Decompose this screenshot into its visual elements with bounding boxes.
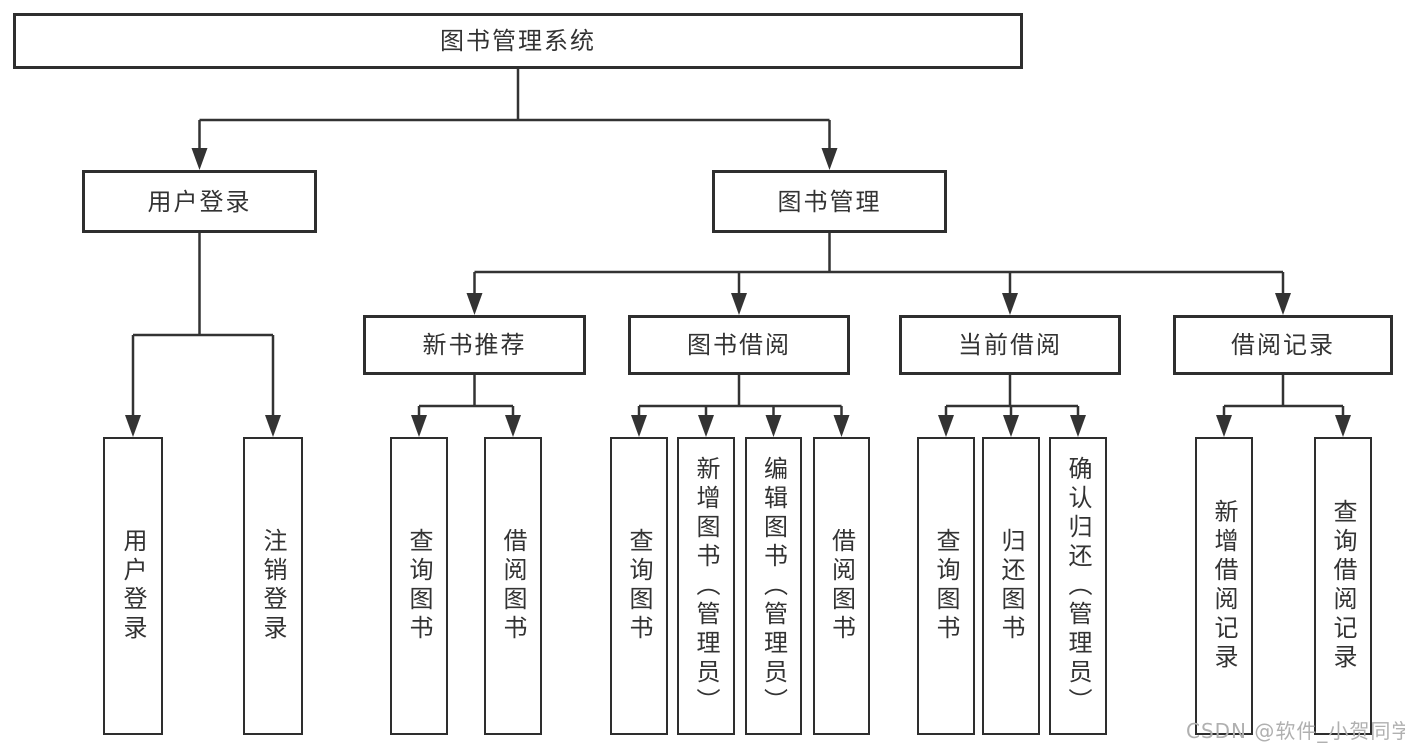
connector-path <box>131 68 1345 431</box>
leaf-query-borrow-record: 查询借阅记录 <box>1314 437 1372 735</box>
node-new-book-recommendation: 新书推荐 <box>363 315 586 375</box>
leaf-add-books-admin: 新增图书（管理员） <box>677 437 735 735</box>
leaf-borrow-books: 借阅图书 <box>813 437 870 735</box>
leaf-query-books-current: 查询图书 <box>917 437 975 735</box>
leaf-user-login: 用户登录 <box>103 437 163 735</box>
leaf-borrow-books-recommend: 借阅图书 <box>484 437 542 735</box>
leaf-add-borrow-record: 新增借阅记录 <box>1195 437 1253 735</box>
leaf-query-books-borrow: 查询图书 <box>610 437 668 735</box>
node-book-management: 图书管理 <box>712 170 947 233</box>
leaf-return-books: 归还图书 <box>982 437 1040 735</box>
node-library-management-system: 图书管理系统 <box>13 13 1023 69</box>
leaf-query-books-recommend: 查询图书 <box>390 437 448 735</box>
leaf-confirm-return-admin: 确认归还（管理员） <box>1049 437 1107 735</box>
node-book-borrowing: 图书借阅 <box>628 315 850 375</box>
node-borrowing-records: 借阅记录 <box>1173 315 1393 375</box>
csdn-watermark: CSDN @软件_小贺同学 <box>1186 719 1405 743</box>
node-user-login: 用户登录 <box>82 170 317 233</box>
node-current-borrowing: 当前借阅 <box>899 315 1121 375</box>
leaf-edit-books-admin: 编辑图书（管理员） <box>745 437 802 735</box>
arrowhead-group <box>125 148 1351 437</box>
leaf-logout: 注销登录 <box>243 437 303 735</box>
